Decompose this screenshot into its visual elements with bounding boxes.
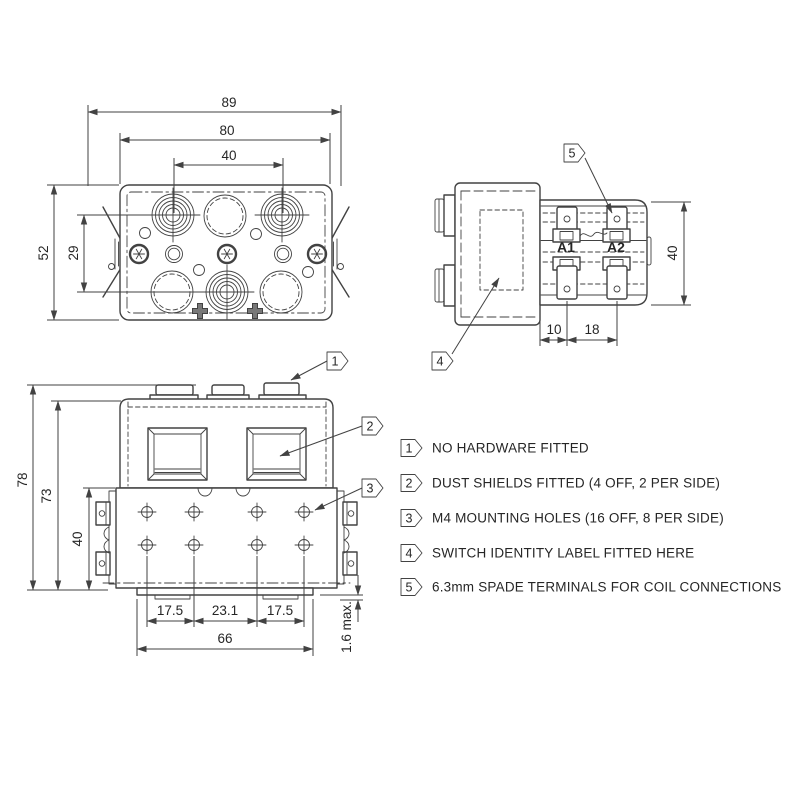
dim-front-overall-height: 78 [15,472,30,487]
callout-number-2: 2 [367,420,374,434]
coil-wire [579,231,608,237]
callout-spade-terminals: 5 [563,143,613,214]
body-bump-right [235,487,251,497]
callout-mounting-hole: 3 [314,478,384,511]
legend-ref-3: 3 [406,512,413,526]
legend-text-1: NO HARDWARE FITTED [432,441,589,456]
legend-item-3: 3 M4 MOUNTING HOLES (16 OFF, 8 PER SIDE) [400,509,724,527]
side-view-bosses [434,194,456,307]
legend-item-4: 4 SWITCH IDENTITY LABEL FITTED HERE [400,544,694,562]
callout-number-3: 3 [367,482,374,496]
legend-text-2: DUST SHIELDS FITTED (4 OFF, 2 PER SIDE) [432,476,720,491]
side-tabs-left [95,501,111,576]
small-holes [139,227,314,278]
legend-ref-4: 4 [406,547,413,561]
legend-item-2: 2 DUST SHIELDS FITTED (4 OFF, 2 PER SIDE… [400,474,720,492]
callout-number-5: 5 [569,147,576,161]
front-view: 78 73 40 17.5 23.1 17.5 66 [15,351,384,656]
dim-hole-pitch-center: 23.1 [212,603,238,618]
dim-overall-height: 52 [36,245,51,260]
side-view-dimensions: 40 10 18 [539,201,691,346]
dim-body-width: 80 [219,123,234,138]
legend-text-4: SWITCH IDENTITY LABEL FITTED HERE [432,546,694,561]
callout-number-1: 1 [332,355,339,369]
dim-base-thickness: 1.6 max. [339,601,354,653]
base-plate [136,587,314,600]
callout-identity-label: 4 [431,277,500,371]
coil-terminal-block: A1 A2 [539,199,652,306]
spade-terminal-top-left [552,206,581,243]
terminal-caps [149,382,307,402]
dust-shield-window-left [147,427,208,481]
plus-slots [192,303,263,319]
top-view: 89 80 40 52 29 [36,95,350,321]
dim-terminal-offset: 10 [546,322,561,337]
dim-hole-pitch-left: 17.5 [157,603,183,618]
legend-ref-1: 1 [406,442,413,456]
side-view-body [454,182,541,326]
dim-flange-height: 40 [70,531,85,546]
spade-terminal-bottom-right [602,256,631,300]
callout-no-hardware: 1 [290,351,349,381]
legend-item-5: 5 6.3mm SPADE TERMINALS FOR COIL CONNECT… [400,578,781,596]
legend: 1 NO HARDWARE FITTED 2 DUST SHIELDS FITT… [400,439,781,596]
dim-hole-pitch-right: 17.5 [267,603,293,618]
legend-ref-5: 5 [406,581,413,595]
dim-base-width: 66 [217,631,232,646]
retaining-clip-right [330,206,350,298]
dust-shield-window-right [246,427,307,481]
dim-overall-width: 89 [221,95,236,110]
dim-side-height: 40 [665,245,680,260]
spade-terminal-top-right [602,206,631,243]
top-view-dimensions: 89 80 40 52 29 [36,95,342,321]
front-view-dimensions: 78 73 40 17.5 23.1 17.5 66 [15,384,363,656]
dim-stud-row-spacing: 29 [66,245,81,260]
side-view: A1 A2 40 10 18 4 5 [431,143,691,371]
side-tabs-right [342,501,358,576]
callout-dust-shield: 2 [279,416,384,457]
callout-number-4: 4 [437,355,444,369]
legend-text-3: M4 MOUNTING HOLES (16 OFF, 8 PER SIDE) [432,511,724,526]
terminal-label-a2: A2 [607,239,625,255]
spade-terminal-bottom-left [552,256,581,300]
legend-text-5: 6.3mm SPADE TERMINALS FOR COIL CONNECTIO… [432,580,781,595]
identity-label-area [479,209,524,291]
terminal-label-a1: A1 [557,239,575,255]
dim-front-body-height: 73 [39,488,54,503]
legend-item-1: 1 NO HARDWARE FITTED [400,439,589,457]
legend-ref-2: 2 [406,477,413,491]
front-body-outline [119,398,334,489]
retaining-clip-left [102,206,122,298]
dim-terminal-spacing: 18 [584,322,599,337]
dim-stud-spacing: 40 [221,148,236,163]
body-bump-left [197,487,213,497]
